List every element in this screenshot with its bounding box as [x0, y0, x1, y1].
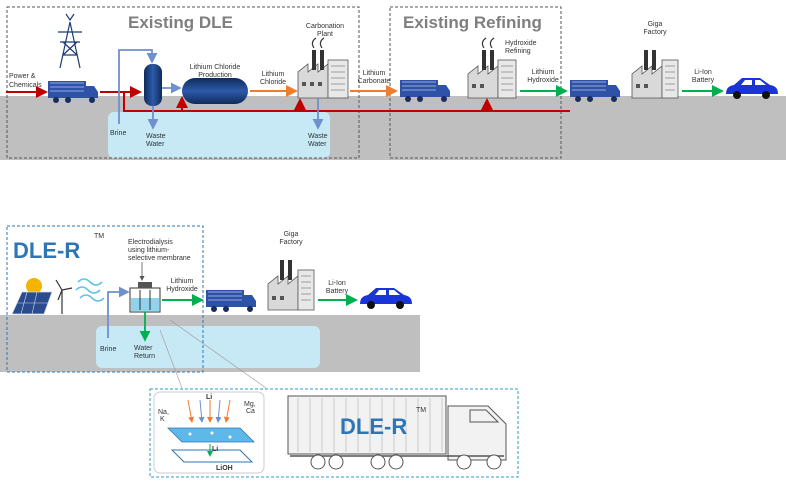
hydroxide-refining-label-a: Hydroxide [505, 40, 537, 47]
electrodialysis-cell-icon [129, 282, 161, 313]
lithium-hydroxide-label-b: Hydroxide [527, 77, 559, 84]
existing-refining-title: Existing Refining [403, 13, 542, 32]
water-return-label-b: Return [134, 353, 155, 360]
li-ion-label-b: Battery [692, 77, 715, 84]
electrodialysis-label-a: Electrodialysis [128, 239, 173, 246]
lithium-hydroxide-label-bottom-a: Lithium [171, 278, 194, 285]
truck-icon-bottom [206, 290, 256, 312]
hydroxide-refining-label-b: Refining [505, 48, 531, 55]
truck-icon-3 [570, 80, 620, 102]
li-ion-label-bottom-a: Li-Ion [328, 280, 346, 287]
inset-li-top: Li [206, 394, 212, 401]
wind-turbine-icon [55, 279, 73, 314]
giga-factory-label-bottom-a: Giga [284, 231, 299, 238]
electrodialysis-label-b: using lithium- [128, 247, 170, 254]
giga-factory-icon-bottom [267, 260, 315, 311]
inset-connector-left [159, 329, 183, 389]
carbonation-plant-icon [297, 37, 349, 99]
car-icon-bottom [360, 288, 412, 309]
semi-truck-icon [287, 395, 507, 470]
lithium-hydroxide-label-bottom-b: Hydroxide [166, 286, 198, 293]
carbonation-plant-label-a: Carbonation [306, 23, 344, 30]
power-label: Power & [9, 73, 36, 80]
lithium-carbonate-label-a: Lithium [363, 70, 386, 77]
lithium-chloride-label-b: Chloride [260, 79, 286, 86]
giga-factory-label-a: Giga [648, 21, 663, 28]
waste-water-label-1b: Water [146, 141, 165, 148]
lithium-hydroxide-label-a: Lithium [532, 69, 555, 76]
dle-r-frame [6, 225, 204, 373]
licl-production-label-b: Production [198, 72, 232, 79]
wave-icon [75, 278, 105, 302]
inset-connector-right [169, 319, 267, 389]
solar-panel-icon [11, 278, 53, 315]
licl-production-label-a: Lithium Chloride [190, 64, 241, 71]
membrane-icon [167, 427, 255, 463]
top-section: Existing DLE Existing Refining Power & C… [0, 6, 786, 160]
inset-na: Na, [158, 409, 169, 416]
giga-factory-label-bottom-b: Factory [279, 239, 303, 246]
truck-icon-1 [48, 81, 98, 103]
brine-label: Brine [110, 130, 126, 137]
carbonation-plant-label-b: Plant [317, 31, 333, 38]
lithium-chloride-tank-icon [182, 78, 248, 104]
bottom-section: DLE-R TM Electrodialysis using lithium- [0, 225, 420, 389]
top-aquifer [108, 112, 330, 158]
car-icon [726, 78, 778, 99]
inset-k: K [160, 416, 165, 423]
giga-factory-label-b: Factory [643, 29, 667, 36]
chemicals-label: Chemicals [9, 82, 42, 89]
brine-pipe-bottom [107, 286, 130, 338]
brine-pipe [118, 49, 158, 124]
lithium-chloride-label-a: Lithium [262, 71, 285, 78]
water-return-label-a: Water [134, 345, 153, 352]
giga-factory-icon [631, 50, 679, 99]
waste-water-label-2b: Water [308, 141, 327, 148]
existing-refining-frame [389, 6, 562, 159]
inset-mg: Mg, [244, 401, 256, 408]
ion-exchange-column-icon [144, 64, 162, 106]
li-ion-label-bottom-b: Battery [326, 288, 349, 295]
dle-r-tm: TM [94, 233, 104, 240]
inset-section: Li Na, K Mg, Ca Li LiOH DLE-R TM [149, 388, 519, 478]
red-feed-line-2 [123, 92, 570, 112]
inset-lioh: LiOH [216, 465, 233, 472]
power-pylon-icon [58, 13, 82, 69]
truck-icon-2 [400, 80, 450, 102]
inset-ca: Ca [246, 408, 255, 415]
brine-label-bottom: Brine [100, 346, 116, 353]
truck-logo: DLE-R [340, 414, 407, 439]
waste-water-label-2a: Waste [308, 133, 328, 140]
dle-r-title: DLE-R [13, 238, 80, 263]
li-ion-label-a: Li-Ion [694, 69, 712, 76]
truck-logo-tm: TM [416, 407, 426, 414]
existing-dle-frame [6, 6, 360, 159]
waste-water-label-1a: Waste [146, 133, 166, 140]
inset-li-bottom: Li [212, 446, 218, 453]
ion-arrows [187, 399, 231, 457]
electrodialysis-label-c: selective membrane [128, 255, 191, 262]
existing-dle-title: Existing DLE [128, 13, 233, 32]
lithium-carbonate-label-b: Carbonate [358, 78, 391, 85]
hydroxide-refining-plant-icon [467, 37, 517, 99]
